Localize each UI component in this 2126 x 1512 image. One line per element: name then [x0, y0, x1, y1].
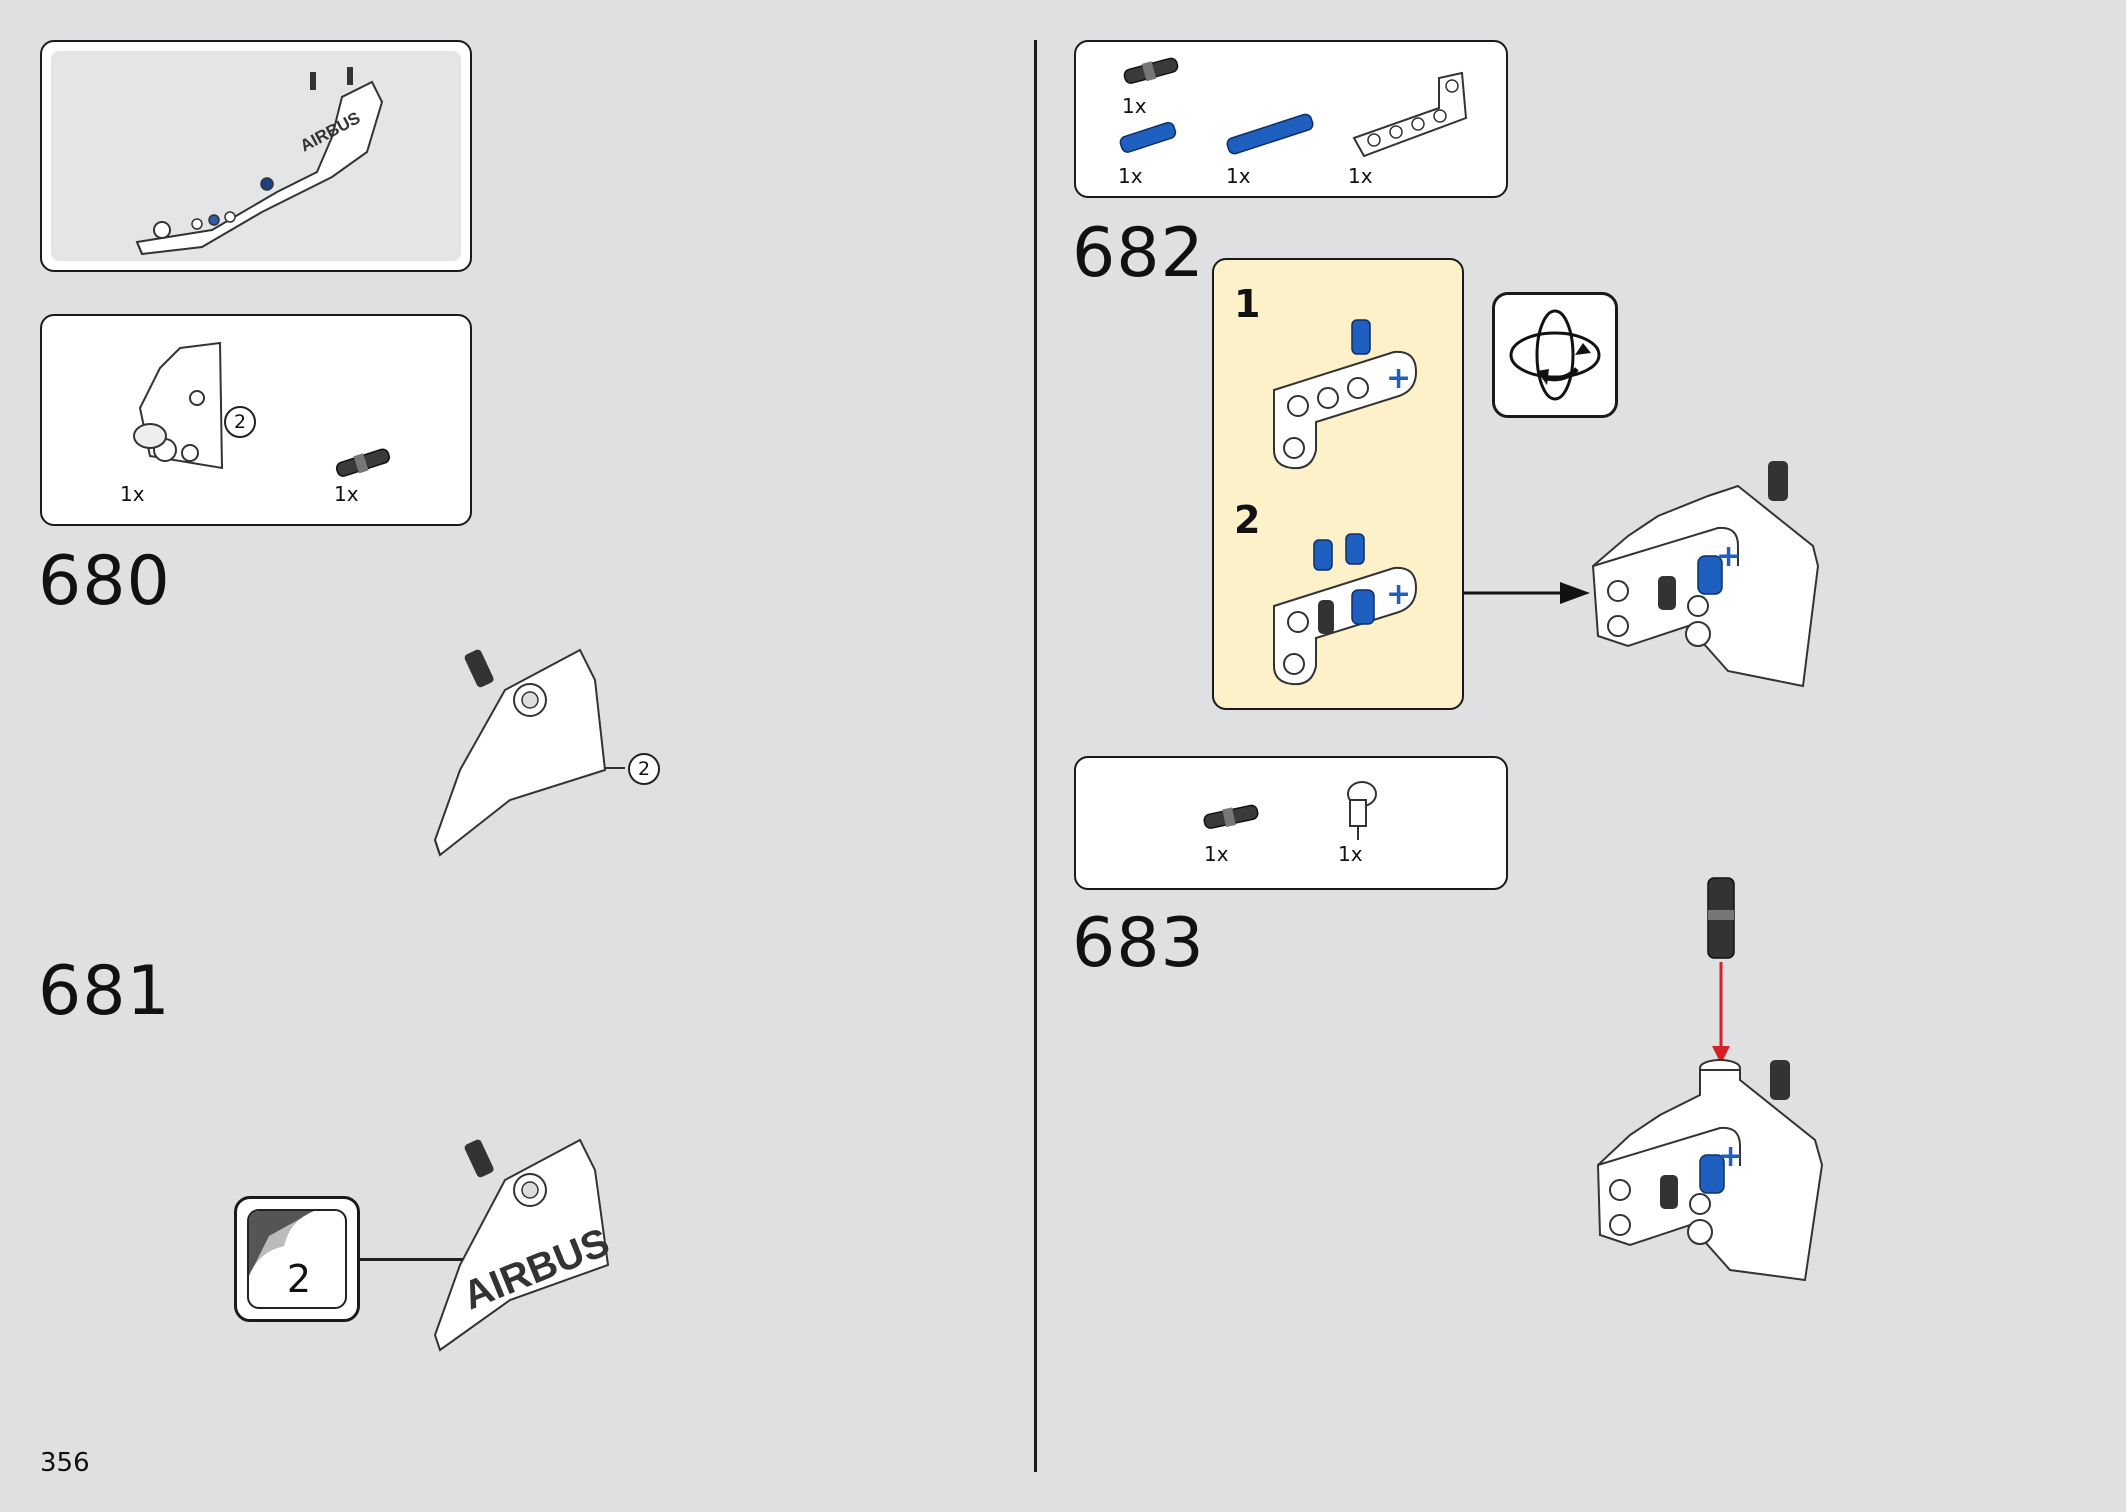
step-683-number: 683 — [1072, 904, 1205, 983]
rotate-icon — [1509, 309, 1601, 401]
step-683-parts-box: 1x 1x — [1074, 756, 1508, 890]
step-680-callout: 2 — [628, 753, 660, 785]
subassembly-arrow — [1464, 582, 1590, 604]
svg-text:+: + — [1716, 539, 1741, 574]
step-680-parts-box: 2 1x 1x — [40, 314, 472, 526]
svg-text:+: + — [1718, 1139, 1743, 1174]
step-683-model: + — [1596, 877, 1824, 1282]
step-682-part-2-qty: 1x — [1118, 164, 1143, 188]
sticker-box: 2 — [234, 1196, 360, 1322]
step-680-number: 680 — [38, 542, 171, 621]
blue-long-pin-icon — [1226, 113, 1314, 155]
step-682-subassembly-panel: 1 + 2 + — [1212, 258, 1464, 710]
black-pin-icon — [335, 448, 390, 477]
substep-1-image: + — [1273, 319, 1418, 470]
sticker-leader-line — [360, 1258, 464, 1261]
step-681-number: 681 — [38, 952, 171, 1031]
l-beam-icon — [1352, 71, 1468, 158]
step-682-number: 682 — [1072, 214, 1205, 293]
step-682-model: + — [1591, 461, 1820, 688]
step-682-part-1-qty: 1x — [1122, 94, 1147, 118]
step-683-part-1-qty: 1x — [1204, 842, 1229, 866]
step-683-part-2-qty: 1x — [1338, 842, 1363, 866]
sticker-inner: 2 — [247, 1209, 347, 1309]
assembly-preview-box: AIRBUS — [40, 40, 472, 272]
curved-panel-icon — [133, 341, 224, 470]
sticker-peel-icon — [249, 1211, 314, 1276]
assembly-preview-frame — [51, 51, 461, 261]
sticker-number: 2 — [286, 1257, 312, 1301]
svg-text:+: + — [1386, 577, 1411, 612]
substep-1-label: 1 — [1234, 282, 1261, 326]
page-divider — [1034, 40, 1037, 1472]
blue-axle-pin-icon — [1119, 121, 1177, 153]
step-680-part-1-qty: 1x — [120, 482, 145, 506]
step-680-part-callout: 2 — [224, 406, 256, 438]
substep-2-image: + — [1273, 533, 1418, 686]
step-681-illustration: AIRBUS — [433, 1138, 616, 1352]
page-number: 356 — [40, 1448, 90, 1478]
black-pin-icon — [1203, 804, 1259, 829]
assembly-preview-image: AIRBUS — [135, 67, 384, 256]
substep-2-label: 2 — [1234, 498, 1261, 542]
step-680-part-2-qty: 1x — [334, 482, 359, 506]
step-682-parts-box: 1x 1x 1x 1x — [1074, 40, 1508, 198]
rotate-model-box — [1492, 292, 1618, 418]
step-682-part-4-qty: 1x — [1348, 164, 1373, 188]
step-682-part-3-qty: 1x — [1226, 164, 1251, 188]
angle-connector-icon — [1347, 781, 1377, 840]
svg-text:+: + — [1386, 361, 1411, 396]
step-680-illustration — [433, 648, 625, 857]
black-pin-icon — [1123, 57, 1179, 84]
